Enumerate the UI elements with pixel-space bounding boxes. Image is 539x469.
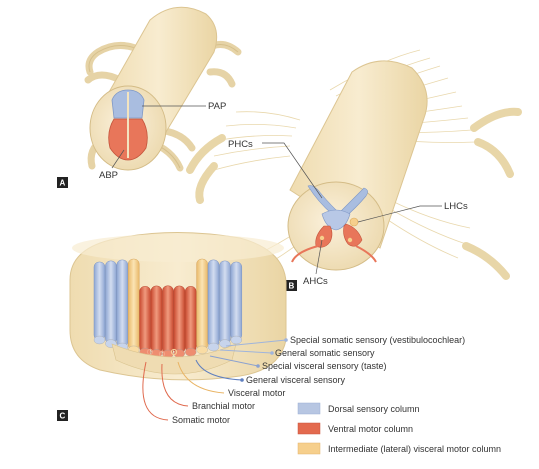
legend-swatch-ventral-motor xyxy=(297,422,321,435)
panel-b-dorsal-horn-right xyxy=(339,187,368,219)
lhcs-leader-line xyxy=(357,205,442,223)
ahcs-leader-line xyxy=(315,239,323,275)
column-end-motor-8 xyxy=(185,347,197,357)
column-sensory-12 xyxy=(230,261,243,341)
column-sensory-2 xyxy=(116,259,129,348)
fiber-line-special-somatic-sensory xyxy=(225,339,287,347)
fiber-label-general-somatic-sensory: General somatic sensory xyxy=(275,348,375,358)
column-visceral-9 xyxy=(196,258,208,351)
fiber-label-branchial-motor: Branchial motor xyxy=(192,401,255,411)
fiber-terminal-0 xyxy=(284,338,288,342)
column-sensory-0 xyxy=(93,261,106,341)
panel-c-top-rim xyxy=(72,234,284,262)
column-sensory-11 xyxy=(219,260,231,344)
ahcs-label: AHCs xyxy=(303,276,328,287)
legend-label-ventral-motor: Ventral motor column xyxy=(328,424,413,434)
fiber-label-somatic-motor: Somatic motor xyxy=(172,415,230,425)
column-end-sensory-11 xyxy=(219,339,231,348)
panel-c-columns xyxy=(93,258,243,359)
panel-a-letter: A xyxy=(60,179,66,188)
column-motor-5 xyxy=(150,285,163,354)
column-end-sensory-12 xyxy=(230,335,242,345)
panel-b-badge xyxy=(286,280,297,291)
panel-c: Special somatic sensory (vestibulocochle… xyxy=(57,232,465,425)
panel-b: PHCs LHCs AHCs B xyxy=(186,49,522,304)
fiber-label-special-visceral-sensory: Special visceral sensory (taste) xyxy=(262,361,387,371)
legend-label-visceral-motor: Intermediate (lateral) visceral motor co… xyxy=(328,444,501,454)
fiber-line-general-somatic-sensory xyxy=(219,349,273,354)
column-end-sensory-0 xyxy=(93,335,106,345)
fiber-terminal-2 xyxy=(256,364,260,368)
panel-b-dorsal-horn-left xyxy=(307,185,337,215)
fiber-label-general-visceral-sensory: General visceral sensory xyxy=(246,375,346,385)
panel-a: PAP ABP A xyxy=(57,6,242,188)
phcs-label: PHCs xyxy=(228,139,253,150)
panel-b-ventral-root-left xyxy=(291,245,319,263)
fiber-label-special-somatic-sensory: Special somatic sensory (vestibulocochle… xyxy=(290,335,465,345)
fiber-line-general-visceral-sensory xyxy=(195,359,243,381)
column-motor-6 xyxy=(162,285,174,355)
panel-b-ventral-horn-left xyxy=(315,225,333,248)
column-end-sensory-10 xyxy=(207,342,220,352)
column-motor-7 xyxy=(173,285,186,354)
fiber-terminal-1 xyxy=(270,351,274,355)
panel-b-ventral-root-right xyxy=(355,245,377,263)
column-end-visceral-9 xyxy=(196,345,208,355)
legend-swatch-visceral-motor xyxy=(297,442,321,455)
column-motor-8 xyxy=(184,286,197,353)
abp-label: ABP xyxy=(99,170,118,181)
column-sensory-1 xyxy=(105,260,117,344)
panel-c-letter: C xyxy=(60,412,66,421)
panel-c-fiber-lines xyxy=(142,338,288,421)
legend-swatch-dorsal-sensory xyxy=(297,402,321,415)
legend: Dorsal sensory column Ventral motor colu… xyxy=(297,402,501,455)
nucleus-marker-2 xyxy=(170,348,178,356)
panel-b-gray-commissure xyxy=(321,209,351,231)
nucleus-marker-0 xyxy=(146,348,154,356)
panel-a-badge xyxy=(57,177,68,188)
column-motor-4 xyxy=(139,286,151,353)
panel-b-lateral-horn xyxy=(349,217,359,227)
panel-b-ahc-dot-right xyxy=(347,237,353,243)
fiber-terminal-3 xyxy=(240,378,244,382)
fiber-line-branchial-motor xyxy=(161,363,189,407)
panel-b-letter: B xyxy=(289,282,295,291)
lhcs-label: LHCs xyxy=(444,201,468,212)
column-visceral-3 xyxy=(127,258,140,351)
fiber-line-special-visceral-sensory xyxy=(209,355,259,367)
panel-c-badge xyxy=(57,410,68,421)
column-sensory-10 xyxy=(207,259,220,348)
pap-label: PAP xyxy=(208,101,226,112)
panel-b-ahc-dot-left xyxy=(319,235,325,241)
fiber-line-visceral-motor xyxy=(177,361,225,394)
fiber-line-somatic-motor xyxy=(142,361,169,421)
legend-label-dorsal-sensory: Dorsal sensory column xyxy=(328,404,420,414)
panel-c-front-face xyxy=(111,343,237,375)
phcs-leader-line xyxy=(262,142,323,199)
abp-leader-line xyxy=(111,149,125,169)
fiber-label-visceral-motor: Visceral motor xyxy=(228,388,285,398)
